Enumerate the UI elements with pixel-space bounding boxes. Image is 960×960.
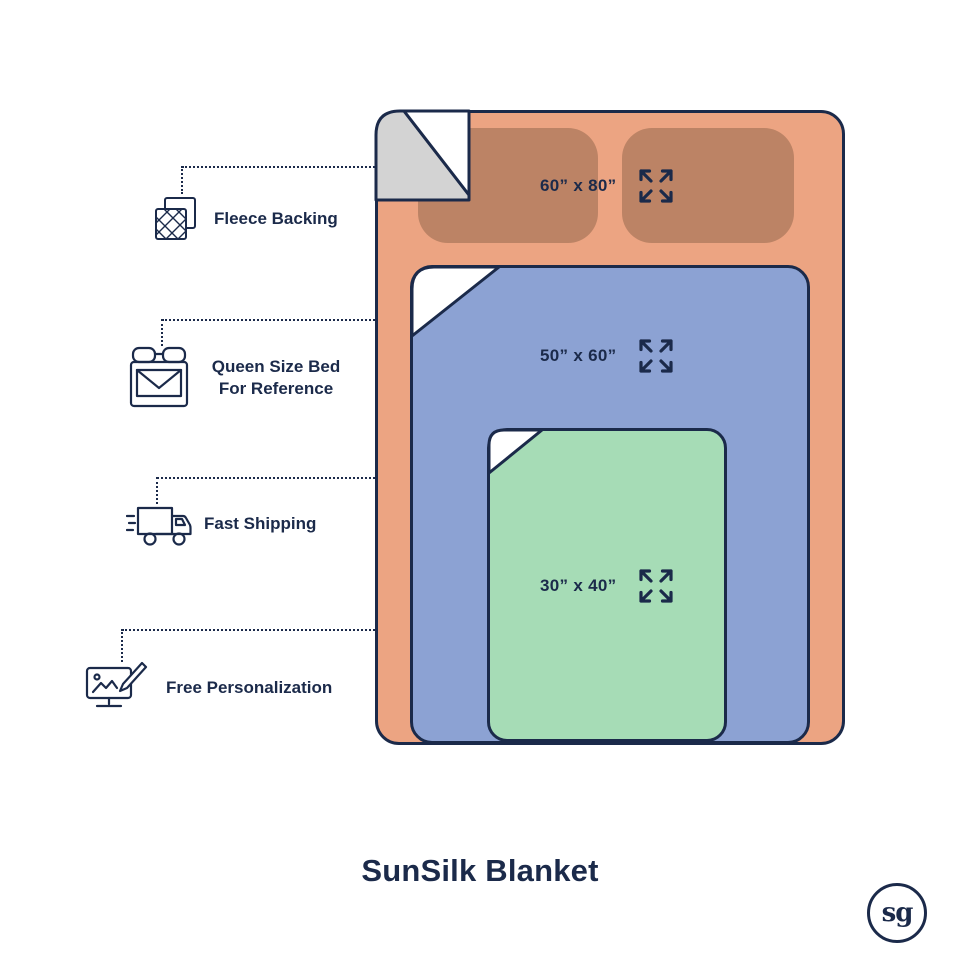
folded-corner-small bbox=[487, 428, 544, 475]
fast-shipping-truck-icon bbox=[126, 506, 192, 546]
blanket-30x40 bbox=[487, 428, 727, 742]
queen-bed-icon bbox=[129, 346, 189, 408]
size-label-60x80: 60” x 80” bbox=[540, 176, 617, 195]
connector-line bbox=[181, 166, 183, 194]
folded-corner-medium bbox=[410, 265, 501, 338]
fleece-backing-icon bbox=[155, 197, 196, 240]
size-row-60x80: 60” x 80” bbox=[540, 162, 678, 210]
feature-label-line-1: Queen Size Bed bbox=[211, 357, 341, 376]
brand-logo: sg bbox=[867, 883, 927, 943]
product-title: SunSilk Blanket bbox=[361, 853, 599, 888]
personalization-icon bbox=[85, 661, 148, 708]
feature-label-fleece: Fleece Backing bbox=[214, 209, 338, 228]
size-row-50x60: 50” x 60” bbox=[540, 332, 678, 380]
feature-label-line-2: For Reference bbox=[218, 379, 334, 398]
connector-line bbox=[122, 629, 375, 631]
pillow-right bbox=[622, 128, 794, 243]
feature-label-queen-bed: Queen Size Bed For Reference bbox=[196, 356, 356, 400]
connector-line bbox=[121, 629, 123, 662]
folded-corner-fleece bbox=[374, 109, 471, 202]
feature-label-fast-shipping: Fast Shipping bbox=[204, 514, 317, 533]
expand-arrows-icon bbox=[639, 169, 674, 203]
connector-line bbox=[162, 319, 375, 321]
connector-line bbox=[182, 166, 375, 168]
size-row-30x40: 30” x 40” bbox=[540, 562, 678, 610]
size-label-50x60: 50” x 60” bbox=[540, 346, 617, 365]
size-label-30x40: 30” x 40” bbox=[540, 576, 617, 595]
connector-line bbox=[156, 477, 158, 504]
feature-label-personalization: Free Personalization bbox=[166, 678, 333, 697]
connector-line bbox=[161, 319, 163, 346]
expand-arrows-icon bbox=[639, 569, 674, 603]
expand-arrows-icon bbox=[639, 339, 674, 373]
connector-line bbox=[157, 477, 375, 479]
